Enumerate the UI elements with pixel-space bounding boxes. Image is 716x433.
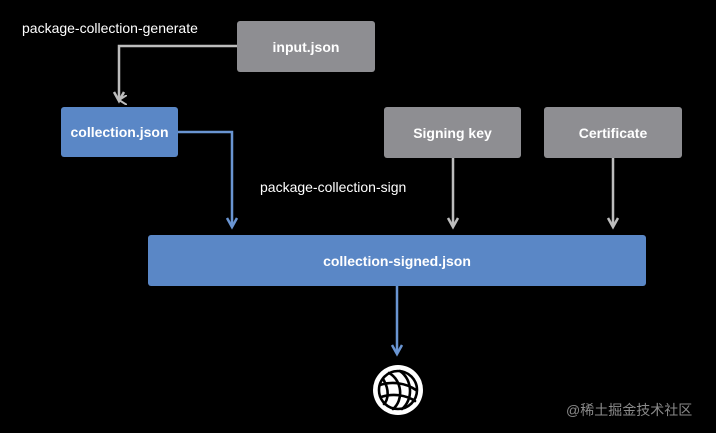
arrowhead-certificate-to-signed [606, 217, 620, 230]
arrowhead-signed-to-globe [390, 344, 404, 357]
collection-json-label: collection.json [70, 124, 169, 140]
collection-signed-json-box: collection-signed.json [148, 235, 646, 286]
signing-key-label: Signing key [413, 124, 492, 141]
input-json-label: input.json [272, 38, 340, 55]
arrow-input-to-collection [119, 44, 237, 100]
generate-command-label: package-collection-generate [22, 20, 198, 36]
arrowhead-collection-to-signed [225, 217, 239, 230]
signing-key-box: Signing key [384, 107, 521, 158]
arrow-collection-to-signed [178, 130, 234, 227]
collection-signed-json-label: collection-signed.json [323, 252, 471, 269]
input-json-box: input.json [237, 21, 375, 72]
certificate-label: Certificate [578, 124, 648, 141]
collection-json-box: collection.json [61, 107, 178, 157]
watermark: @稀土掘金技术社区 [566, 402, 693, 418]
globe-icon [373, 365, 423, 415]
sign-command-label: package-collection-sign [260, 179, 407, 195]
arrowhead-input-to-collection [112, 91, 126, 104]
arrowhead-signing-key-to-signed [446, 217, 460, 230]
certificate-box: Certificate [544, 107, 682, 158]
